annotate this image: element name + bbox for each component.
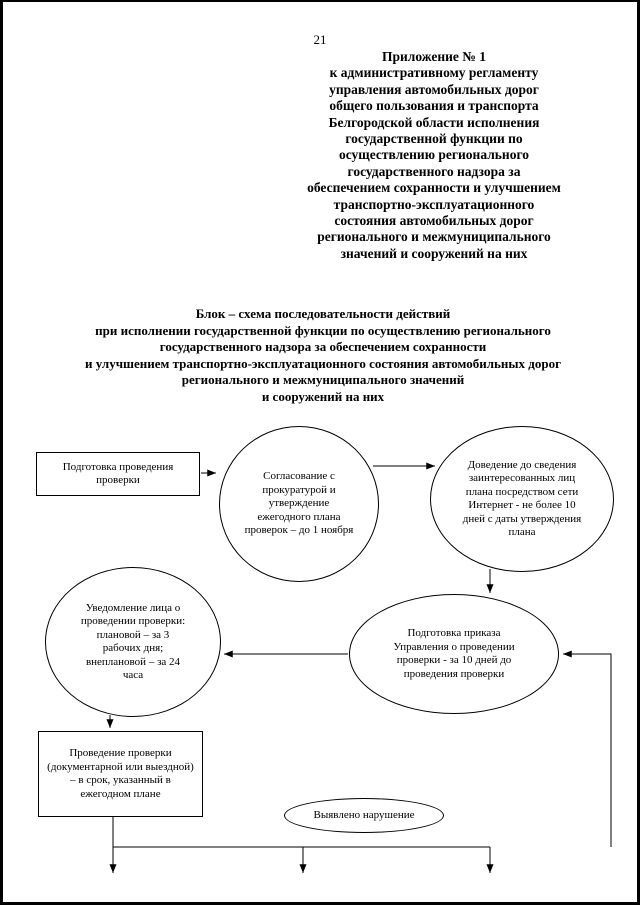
connector-feedback-to-prikaz — [563, 650, 612, 847]
node-violation-found-ellipse: Выявлено нарушение — [284, 798, 444, 833]
page-number: 21 — [313, 32, 327, 47]
diagram-title: Блок – схема последовательности действий… — [84, 306, 561, 404]
node-order-ellipse: Подготовка приказа Управления о проведен… — [349, 594, 559, 714]
node-preparation-rect: Подготовка проведения проверки — [36, 452, 200, 496]
node-notification-internet-ellipse: Доведение до сведения заинтересованных л… — [430, 426, 614, 572]
node-notify-person-ellipse: Уведомление лица о проведении проверки: … — [45, 567, 221, 717]
appendix-header: Приложение № 1 к административному регла… — [307, 49, 561, 261]
node-inspection-rect: Проведение проверки (документарной или в… — [38, 731, 203, 817]
node-approval-ellipse: Согласование с прокуратурой и утверждени… — [219, 426, 379, 582]
